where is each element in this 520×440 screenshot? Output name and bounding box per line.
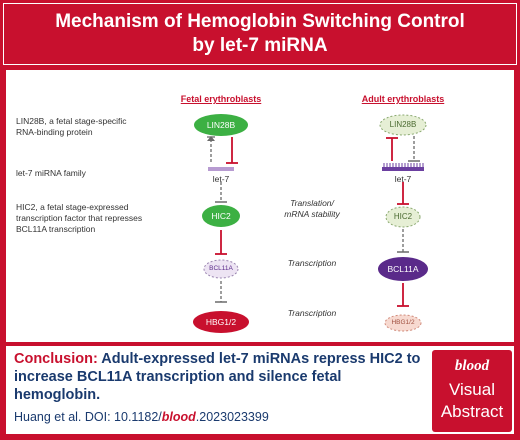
- fetal-hbg-node: [193, 311, 249, 333]
- adult-let7-comb: [383, 163, 424, 167]
- citation: Huang et al. DOI: 10.1182/blood.20230233…: [14, 410, 269, 424]
- diagram: Fetal erythroblasts Adult erythroblasts …: [6, 70, 514, 342]
- fetal-bcl11a-node: [203, 259, 239, 279]
- adult-bcl11a-node: [378, 257, 428, 281]
- citation-journal: blood: [161, 410, 196, 424]
- translation-label-line-1: Translation/: [290, 198, 334, 208]
- adult-lin28b-node: [379, 114, 427, 136]
- let7-description-line-1: let-7 miRNA family: [16, 168, 86, 178]
- pathway-svg: [193, 114, 428, 333]
- lin28b-description-line-1: LIN28B, a fetal stage-specific: [16, 116, 127, 126]
- fetal-lin28b-label: LIN28B: [206, 120, 236, 130]
- title-line-1: Mechanism of Hemoglobin Switching Contro…: [55, 11, 465, 32]
- adult-lin28b-label: LIN28B: [389, 120, 417, 129]
- blood-logo: blood: [454, 358, 490, 374]
- fetal-hic2-node: [202, 205, 240, 227]
- hic2-description-line-1: HIC2, a fetal stage-expressed: [16, 202, 129, 212]
- translation-label-line-2: mRNA stability: [284, 209, 340, 219]
- adult-hic2-node: [385, 206, 421, 228]
- adult-let7-label: let-7: [394, 174, 412, 184]
- conclusion-heading: Conclusion:: [14, 351, 98, 367]
- adult-bcl11a-label: BCL11A: [387, 264, 419, 274]
- fetal-arrowhead-1: [207, 136, 215, 141]
- lin28b-description: LIN28B, a fetal stage-specific RNA-bindi…: [16, 116, 127, 138]
- hic2-description: HIC2, a fetal stage-expressed transcript…: [16, 202, 142, 235]
- fetal-lin28b-node: [194, 114, 248, 136]
- visual-abstract-badge: blood Visual Abstract: [432, 350, 512, 432]
- transcription-label-2: Transcription: [287, 308, 337, 318]
- fetal-hic2-label: HIC2: [211, 211, 231, 221]
- adult-hic2-label: HIC2: [393, 212, 413, 221]
- adult-hbg-label: HBG1/2: [391, 319, 415, 326]
- badge-line-abstract: Abstract: [440, 402, 504, 421]
- fetal-bcl11a-label: BCL11A: [209, 265, 233, 272]
- conclusion-panel: Conclusion: Adult-expressed let-7 miRNAs…: [6, 346, 514, 434]
- conclusion-text: Conclusion: Adult-expressed let-7 miRNAs…: [14, 350, 424, 404]
- translation-label: Translation/ mRNA stability: [274, 198, 350, 220]
- badge-line-visual: Visual: [449, 380, 495, 399]
- title-line-2: by let-7 miRNA: [192, 35, 328, 56]
- fetal-let7-node: [208, 167, 234, 171]
- lin28b-description-line-2: RNA-binding protein: [16, 127, 93, 137]
- hic2-description-line-3: BCL11A transcription: [16, 224, 96, 234]
- diagram-panel: [6, 70, 514, 342]
- adult-column-heading: Adult erythroblasts: [361, 94, 445, 104]
- hic2-description-line-2: transcription factor that represses: [16, 213, 143, 223]
- transcription-label-1: Transcription: [287, 258, 337, 268]
- fetal-column-heading: Fetal erythroblasts: [180, 94, 262, 104]
- conclusion-body: Adult-expressed let-7 miRNAs repress HIC…: [14, 351, 421, 403]
- title-border: Mechanism of Hemoglobin Switching Contro…: [3, 3, 517, 65]
- adult-let7-node: [382, 167, 424, 171]
- title-banner: Mechanism of Hemoglobin Switching Contro…: [0, 0, 520, 68]
- citation-suffix: .2023023399: [195, 410, 269, 424]
- citation-prefix: Huang et al. DOI: 10.1182/: [14, 410, 162, 424]
- let7-description: let-7 miRNA family: [16, 168, 86, 179]
- adult-hbg-node: [384, 314, 422, 332]
- fetal-let7-label: let-7: [212, 174, 230, 184]
- fetal-hbg-label: HBG1/2: [205, 317, 237, 327]
